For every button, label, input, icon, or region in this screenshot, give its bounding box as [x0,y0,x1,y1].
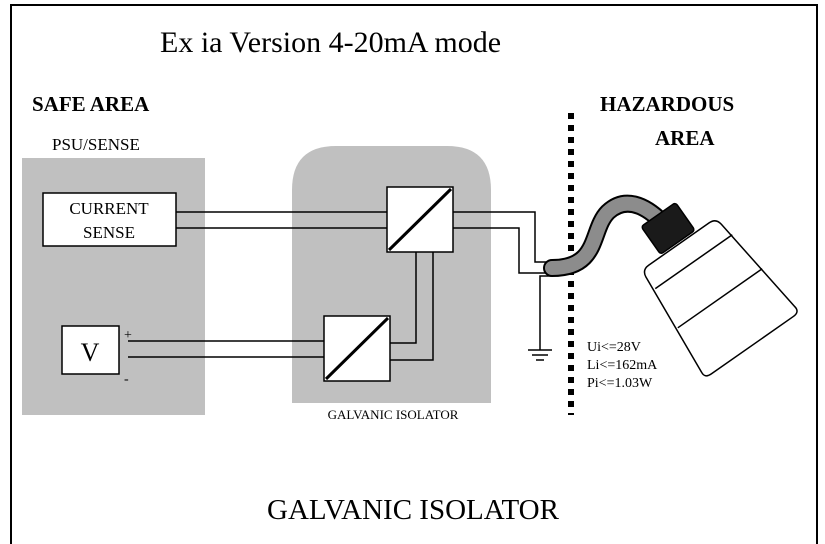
current-sense-box [42,192,177,247]
footer-caption: GALVANIC ISOLATOR [267,494,560,526]
current-sense-label-line2: SENSE [83,223,135,242]
sensor-body-band-1 [654,234,733,290]
diagram-title: Ex ia Version 4-20mA mode [160,26,501,59]
diagram-frame [10,4,818,544]
rating-pi: Pi<=1.03W [587,376,653,391]
rating-li: Li<=162mA [587,358,658,373]
sensor-gland [641,202,695,254]
lower-isolator-diagonal [324,316,390,381]
voltage-source-label: V [81,338,100,367]
sensor-device [641,202,798,377]
voltage-minus-sign: - [124,372,129,387]
isolator-panel [292,146,491,403]
rating-ui: Ui<=28V [587,340,641,355]
safe-area-heading: SAFE AREA [32,92,150,116]
hazardous-area-heading: HAZARDOUS [600,92,734,116]
hazardous-area-heading-line2: AREA [655,126,715,150]
wiring [128,211,552,361]
sensor-body-band-2 [677,268,763,329]
isolator-label: GALVANIC ISOLATOR [328,407,459,422]
voltage-source-box [61,325,120,375]
upper-isolator-diagonal [387,187,453,252]
voltage-plus-sign: + [124,328,132,343]
psu-sense-label: PSU/SENSE [52,135,140,154]
sensor-cable-fill [545,196,669,275]
current-sense-label-line1: CURRENT [69,199,149,218]
